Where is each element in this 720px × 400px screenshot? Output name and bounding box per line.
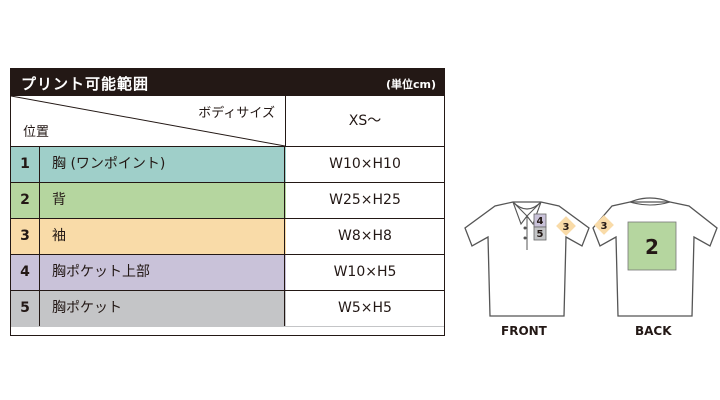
row-size-value: W10×H10 [286,147,444,182]
chest-top-marker: 4 [533,213,547,228]
print-area-table: プリント可能範囲 (単位cm) ボディサイズ 位置 XS〜 1 胸 (ワンポイン… [10,68,445,336]
row-size-value: W5×H5 [286,291,444,326]
front-caption: FRONT [501,324,547,338]
row-number: 5 [11,291,40,326]
table-row: 1 胸 (ワンポイント) W10×H10 [11,147,444,183]
row-position: 背 [40,183,285,218]
polo-shirt-illustration: 4 5 3 2 3 FRONT BACK [455,190,720,350]
polo-shirts-svg: 4 5 3 2 3 [464,197,718,317]
table-header-bar: プリント可能範囲 (単位cm) [11,68,444,96]
back-print-area-marker: 2 [627,221,677,271]
front-shirt-icon [464,201,590,317]
unit-label: (単位cm) [385,78,436,91]
position-label: 位置 [23,125,50,140]
marker-5-label: 5 [537,229,544,240]
marker-2-label: 2 [645,235,659,259]
back-caption: BACK [635,324,672,338]
row-position: 胸ポケット [40,291,285,326]
diagonal-header-cell: ボディサイズ 位置 [11,96,286,146]
row-number: 3 [11,219,40,254]
row-number: 2 [11,183,40,218]
table-row: 2 背 W25×H25 [11,183,444,219]
size-column-header: XS〜 [348,113,382,129]
row-position: 胸ポケット上部 [40,255,285,290]
marker-3-label: 3 [563,222,570,233]
row-number: 1 [11,147,40,182]
body-size-label: ボディサイズ [198,106,275,121]
row-size-value: W25×H25 [286,183,444,218]
table-row: 5 胸ポケット W5×H5 [11,291,444,327]
marker-3-back-label: 3 [601,221,608,232]
table-row: 4 胸ポケット上部 W10×H5 [11,255,444,291]
marker-4-label: 4 [537,216,544,227]
diagonal-line [11,96,285,146]
row-size-value: W10×H5 [286,255,444,290]
row-position: 胸 (ワンポイント) [40,147,285,182]
table-title: プリント可能範囲 [21,75,150,93]
row-size-value: W8×H8 [286,219,444,254]
table-column-header: ボディサイズ 位置 XS〜 [11,96,444,147]
row-position: 袖 [40,219,285,254]
table-row: 3 袖 W8×H8 [11,219,444,255]
pocket-marker: 5 [533,226,547,241]
row-number: 4 [11,255,40,290]
